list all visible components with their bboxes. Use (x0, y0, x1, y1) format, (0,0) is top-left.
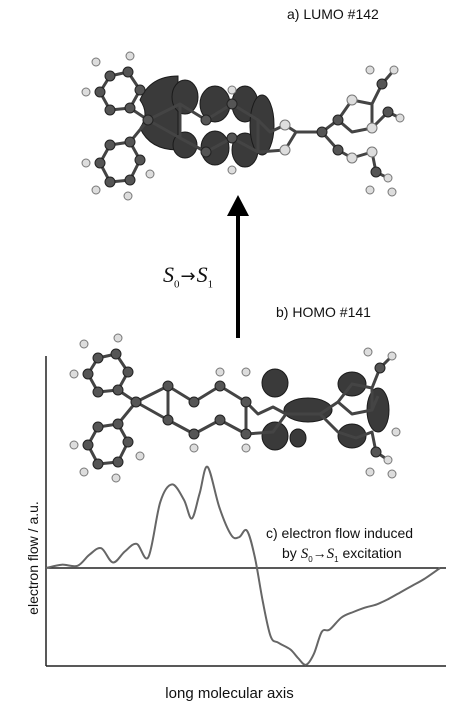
flow-caption-from: S (300, 546, 309, 562)
homo-bond (116, 388, 138, 425)
flow-caption-line2: by S0→S1 excitation (282, 545, 402, 564)
flow-caption-line1: c) electron flow induced (266, 525, 414, 541)
flow-caption-suffix: excitation (338, 545, 402, 561)
transition-label: S0→S1 (163, 262, 213, 290)
transition-arrow (227, 195, 249, 338)
flow-caption-to-sub: 1 (334, 554, 339, 564)
transition-from: S (163, 262, 174, 287)
lumo-molecule (81, 51, 405, 201)
electron-flow-plot (45, 356, 446, 667)
flow-caption-from-sub: 0 (308, 554, 313, 564)
x-axis-label: long molecular axis (165, 685, 294, 702)
homo-bond (336, 382, 374, 410)
homo-lobe (261, 368, 289, 398)
lumo-bond (178, 104, 260, 154)
transition-arrow-glyph: → (180, 266, 196, 287)
lumo-bond (336, 98, 374, 128)
lumo-lobe (171, 79, 199, 115)
homo-lobe (289, 428, 307, 448)
y-axis-label: electron flow / a.u. (25, 501, 41, 615)
flow-caption-prefix: by (282, 545, 301, 561)
homo-label: b) HOMO #141 (276, 304, 371, 320)
transition-from-sub: 0 (174, 278, 180, 291)
transition-to-sub: 1 (207, 278, 214, 291)
flow-caption-to: S (326, 546, 335, 562)
lumo-bond (147, 118, 181, 140)
homo-bond (245, 413, 288, 436)
transition-to: S (196, 262, 208, 287)
homo-lobe (261, 421, 289, 451)
electron-flow-curve (45, 465, 441, 666)
homo-bond (135, 400, 169, 422)
flow-caption-arrow: → (312, 545, 327, 561)
lumo-label: a) LUMO #142 (287, 6, 379, 22)
homo-molecule (69, 333, 401, 483)
